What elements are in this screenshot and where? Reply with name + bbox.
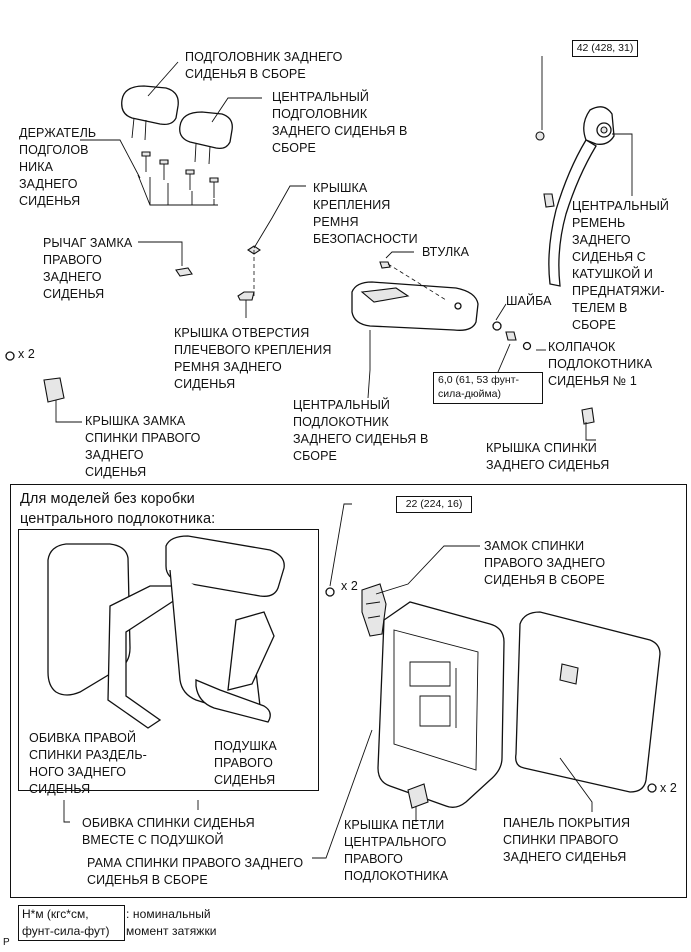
qty-x2-left: x 2 [18,347,35,361]
label-lock-lever: РЫЧАГ ЗАМКА ПРАВОГО ЗАДНЕГО СИДЕНЬЯ [43,236,133,301]
label-center-headrest-assy: ЦЕНТРАЛЬНЫЙ ПОДГОЛОВНИК ЗАДНЕГО СИДЕНЬЯ … [272,90,408,155]
label-bushing: ВТУЛКА [422,245,470,259]
label-rear-seatback-cover: КРЫШКА СПИНКИ ЗАДНЕГО СИДЕНЬЯ [486,441,610,472]
inset-title: Для моделей без коробки центрального под… [20,491,216,527]
torque-lock-box: 22 (224, 16) [396,496,472,513]
label-right-pad: ПОДУШКА ПРАВОГО СИДЕНЬЯ [214,739,277,787]
label-seatback-frame-assy: РАМА СПИНКИ ПРАВОГО ЗАДНЕГО СИДЕНЬЯ В СБ… [87,856,304,887]
label-seatback-cover-right: ОБИВКА ПРАВОЙ СПИНКИ РАЗДЕЛЬ- НОГО ЗАДНЕ… [29,731,147,796]
lock-cover-drawing [43,377,65,403]
label-cover-with-pad: ОБИВКА СПИНКИ СИДЕНЬЯ ВМЕСТЕ С ПОДУШКОЙ [82,816,255,847]
label-rear-headrest-assy: ПОДГОЛОВНИК ЗАДНЕГО СИДЕНЬЯ В СБОРЕ [185,50,343,81]
label-seatback-lock-assy: ЗАМОК СПИНКИ ПРАВОГО ЗАДНЕГО СИДЕНЬЯ В С… [484,539,606,587]
label-center-belt-assy: ЦЕНТРАЛЬНЫЙ РЕМЕНЬ ЗАДНЕГО СИДЕНЬЯ С КАТ… [572,199,669,332]
inset-frame [10,484,687,898]
label-seatback-board: ПАНЕЛЬ ПОКРЫТИЯ СПИНКИ ПРАВОГО ЗАДНЕГО С… [503,816,631,864]
label-seatback-lock-cover: КРЫШКА ЗАМКА СПИНКИ ПРАВОГО ЗАДНЕГО СИДЕ… [85,414,201,479]
qty-x2-panel: x 2 [660,781,677,795]
cap-drawing [522,341,532,351]
washer-drawing [492,321,502,331]
headrest-holders-drawing [137,151,219,206]
qty-x2-lock: x 2 [341,579,358,593]
inset-subframe [18,529,319,791]
inset-hinge-cover-drawing [407,783,429,809]
shoulder-hole-cover-drawing [237,291,255,301]
center-headrest-drawing [179,111,233,165]
center-belt-drawing [535,106,615,287]
inset-board-drawing [515,611,661,793]
bolt-drawing [505,331,517,341]
label-armrest-hinge-cover: КРЫШКА ПЕТЛИ ЦЕНТРАЛЬНОГО ПРАВОГО ПОДЛОК… [344,818,449,883]
label-headrest-holder: ДЕРЖАТЕЛЬ ПОДГОЛОВ НИКА ЗАДНЕГО СИДЕНЬЯ [19,126,97,208]
label-center-armrest-assy: ЦЕНТРАЛЬНЫЙ ПОДЛОКОТНИК ЗАДНЕГО СИДЕНЬЯ … [293,398,429,463]
lock-lever-drawing [175,267,193,277]
rear-headrest-drawing [121,85,179,141]
inset-frame-drawing [377,601,505,808]
inset-seat-cover-drawing [47,535,285,729]
bushing-drawing [379,261,391,269]
label-belt-mount-cover: КРЫШКА КРЕПЛЕНИЯ РЕМНЯ БЕЗОПАСНОСТИ [313,181,418,246]
center-armrest-drawing [351,281,479,331]
label-armrest-cap: КОЛПАЧОК ПОДЛОКОТНИКА СИДЕНЬЯ № 1 [548,340,653,388]
torque-legend-text: : номинальный момент затяжки [126,907,217,938]
bolt-left-drawing [5,351,15,361]
seatback-cover-drawing [581,407,595,425]
torque-legend-box: Н*м (кгс*см, фунт-сила-фут) [18,905,125,941]
torque-armrest-box: 6,0 (61, 53 фунт- сила-дюйма) [433,372,543,404]
inset-lock-drawing [361,583,387,637]
label-washer: ШАЙБА [506,294,552,308]
corner-code: P [3,937,10,948]
label-shoulder-hole-cover: КРЫШКА ОТВЕРСТИЯ ПЛЕЧЕВОГО КРЕПЛЕНИЯ РЕМ… [174,326,332,391]
torque-belt-box: 42 (428, 31) [572,40,638,57]
